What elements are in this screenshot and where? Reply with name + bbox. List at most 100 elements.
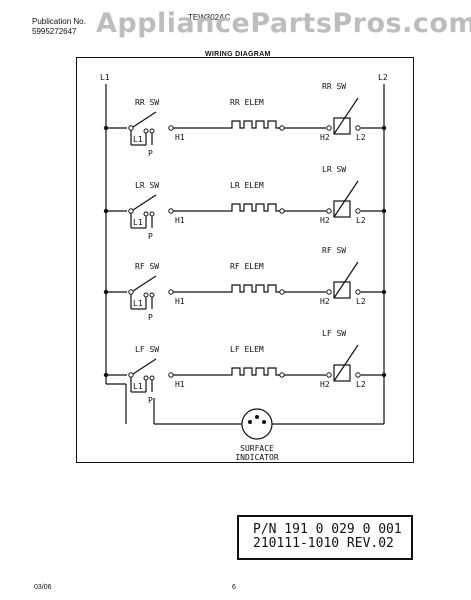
heating-element-coil [228, 284, 280, 293]
rail-junction-dot [381, 372, 387, 378]
terminal [149, 128, 155, 134]
switch-box [333, 117, 351, 135]
terminal [279, 125, 285, 131]
switch-label: RF SW [135, 262, 159, 271]
terminal [326, 208, 332, 214]
switch-label: LF SW [135, 345, 159, 354]
switch-diagonal [333, 180, 359, 218]
indicator-pin [262, 420, 266, 424]
terminal [355, 372, 361, 378]
terminal-label-l2: L2 [356, 133, 366, 142]
terminal [168, 208, 174, 214]
terminal-label-h2: H2 [320, 380, 330, 389]
terminal [143, 211, 149, 217]
terminal-label-l1: L1 [133, 218, 143, 227]
rail-label-l2: L2 [378, 73, 388, 82]
switch-box [333, 200, 351, 218]
terminal [128, 289, 134, 295]
part-number-line1: P/N 191 0 029 0 001 [253, 522, 402, 537]
indicator-pin [248, 420, 252, 424]
terminal-label-l1: L1 [133, 135, 143, 144]
terminal [355, 208, 361, 214]
terminal [128, 208, 134, 214]
model-number: TEW302AC [188, 13, 231, 22]
terminal-label-p: P [148, 313, 153, 322]
element-label: LF ELEM [230, 345, 264, 354]
rail-label-l1: L1 [100, 73, 110, 82]
terminal [168, 125, 174, 131]
switch-label: RR SW [135, 98, 159, 107]
switch-diagonal [333, 261, 359, 299]
terminal-label-p: P [148, 149, 153, 158]
switch-label: LR SW [135, 181, 159, 190]
terminal [279, 208, 285, 214]
terminal [149, 211, 155, 217]
terminal [143, 128, 149, 134]
terminal-label-l2: L2 [356, 216, 366, 225]
terminal-label-h1: H1 [175, 297, 185, 306]
heating-element-coil [228, 203, 280, 212]
terminal [326, 372, 332, 378]
switch-contact-arm [132, 275, 157, 292]
rail-junction-dot [381, 208, 387, 214]
rail-junction-dot [381, 289, 387, 295]
terminal-label-p: P [148, 396, 153, 405]
terminal [168, 372, 174, 378]
terminal-label-p: P [148, 232, 153, 241]
footer-page: 6 [232, 584, 236, 591]
diagram-frame [76, 57, 414, 463]
terminal [326, 289, 332, 295]
heating-element-coil [228, 120, 280, 129]
surface-indicator-lamp [241, 408, 273, 440]
right-switch-label: RR SW [322, 82, 346, 91]
terminal-label-h2: H2 [320, 297, 330, 306]
watermark: AppliancePartsPros.com [96, 8, 471, 39]
terminal [279, 372, 285, 378]
terminal [355, 125, 361, 131]
part-number-line2: 210111-1010 REV.02 [253, 536, 394, 551]
terminal [143, 375, 149, 381]
terminal [326, 125, 332, 131]
terminal-label-h2: H2 [320, 133, 330, 142]
switch-box [333, 281, 351, 299]
terminal-label-l2: L2 [356, 297, 366, 306]
terminal [149, 375, 155, 381]
terminal-label-l1: L1 [133, 299, 143, 308]
right-switch-label: LR SW [322, 165, 346, 174]
part-number-box: P/N 191 0 029 0 001 210111-1010 REV.02 [237, 515, 413, 560]
terminal-label-h1: H1 [175, 133, 185, 142]
indicator-label-line2: INDICATOR [235, 453, 279, 462]
switch-box [333, 364, 351, 382]
right-switch-label: LF SW [322, 329, 346, 338]
publication-label: Publication No. [32, 17, 86, 26]
terminal-label-h1: H1 [175, 380, 185, 389]
terminal [149, 292, 155, 298]
terminal-label-h1: H1 [175, 216, 185, 225]
terminal [168, 289, 174, 295]
footer-date: 03/06 [34, 584, 52, 591]
right-switch-label: RF SW [322, 246, 346, 255]
indicator-label-line1: SURFACE [240, 444, 274, 453]
element-label: RR ELEM [230, 98, 264, 107]
switch-contact-arm [132, 194, 157, 211]
switch-diagonal [333, 97, 359, 135]
terminal [355, 289, 361, 295]
element-label: RF ELEM [230, 262, 264, 271]
diagram-title: WIRING DIAGRAM [205, 51, 271, 58]
element-label: LR ELEM [230, 181, 264, 190]
terminal [128, 125, 134, 131]
terminal-label-l2: L2 [356, 380, 366, 389]
terminal [143, 292, 149, 298]
terminal-label-l1: L1 [133, 382, 143, 391]
terminal [128, 372, 134, 378]
switch-diagonal [333, 344, 359, 382]
heating-element-coil [228, 367, 280, 376]
publication-number: 5995272647 [32, 27, 77, 36]
terminal-label-h2: H2 [320, 216, 330, 225]
rail-junction-dot [381, 125, 387, 131]
switch-contact-arm [132, 358, 157, 375]
indicator-pin [255, 415, 259, 419]
switch-contact-arm [132, 111, 157, 128]
terminal [279, 289, 285, 295]
